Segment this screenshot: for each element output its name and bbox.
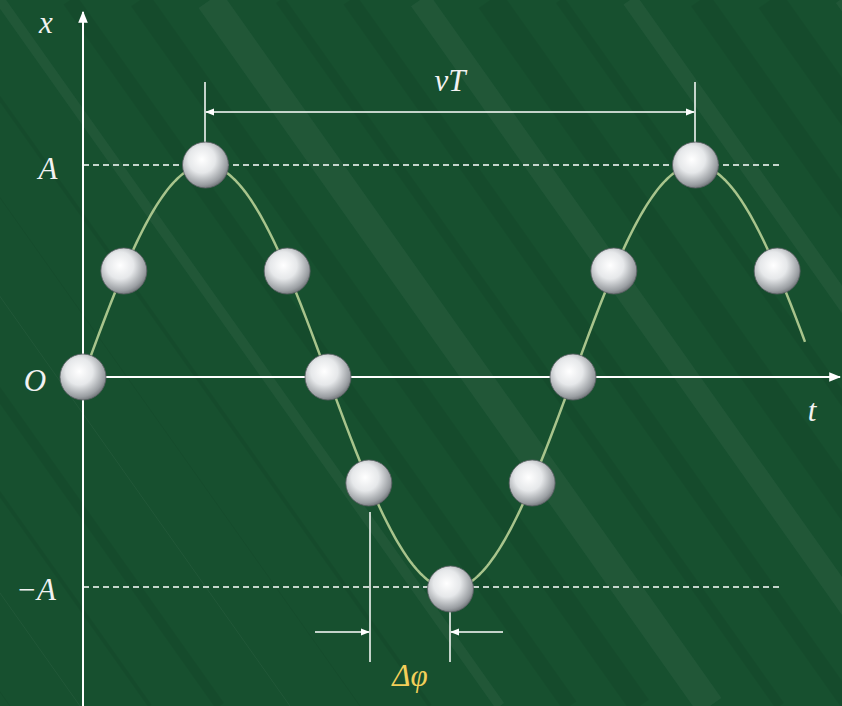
ball: [60, 354, 106, 400]
amplitude-label: −A: [16, 574, 56, 605]
amplitude-label: A: [39, 153, 58, 184]
ball: [509, 460, 555, 506]
ball-group: [60, 142, 800, 612]
background-stripe: [490, 0, 842, 706]
axis-label: t: [808, 395, 817, 426]
origin-label: O: [24, 365, 46, 396]
dimension-arrow: [206, 111, 694, 113]
background-stripe: [700, 0, 842, 706]
dimension-arrow: [315, 631, 369, 633]
ball: [591, 248, 637, 294]
background-stripe: [770, 0, 842, 706]
ball: [183, 142, 229, 188]
sine-curve: [83, 165, 805, 589]
axis-label: x: [39, 7, 53, 38]
ball: [550, 354, 596, 400]
dimension-label: vT: [435, 65, 466, 96]
dimension-label: Δφ: [392, 660, 427, 691]
ball: [428, 566, 474, 612]
ball: [754, 248, 800, 294]
ball: [673, 142, 719, 188]
dimension-arrow: [451, 631, 503, 633]
t-axis: [60, 376, 840, 378]
dimension-line: [694, 82, 696, 142]
ball: [305, 354, 351, 400]
dimension-line: [449, 610, 451, 662]
dimension-line: [369, 512, 371, 662]
background-stripe: [840, 0, 842, 706]
ball: [264, 248, 310, 294]
dimension-line: [204, 82, 206, 142]
ball: [101, 248, 147, 294]
ball: [346, 460, 392, 506]
background-stripe: [630, 0, 842, 706]
